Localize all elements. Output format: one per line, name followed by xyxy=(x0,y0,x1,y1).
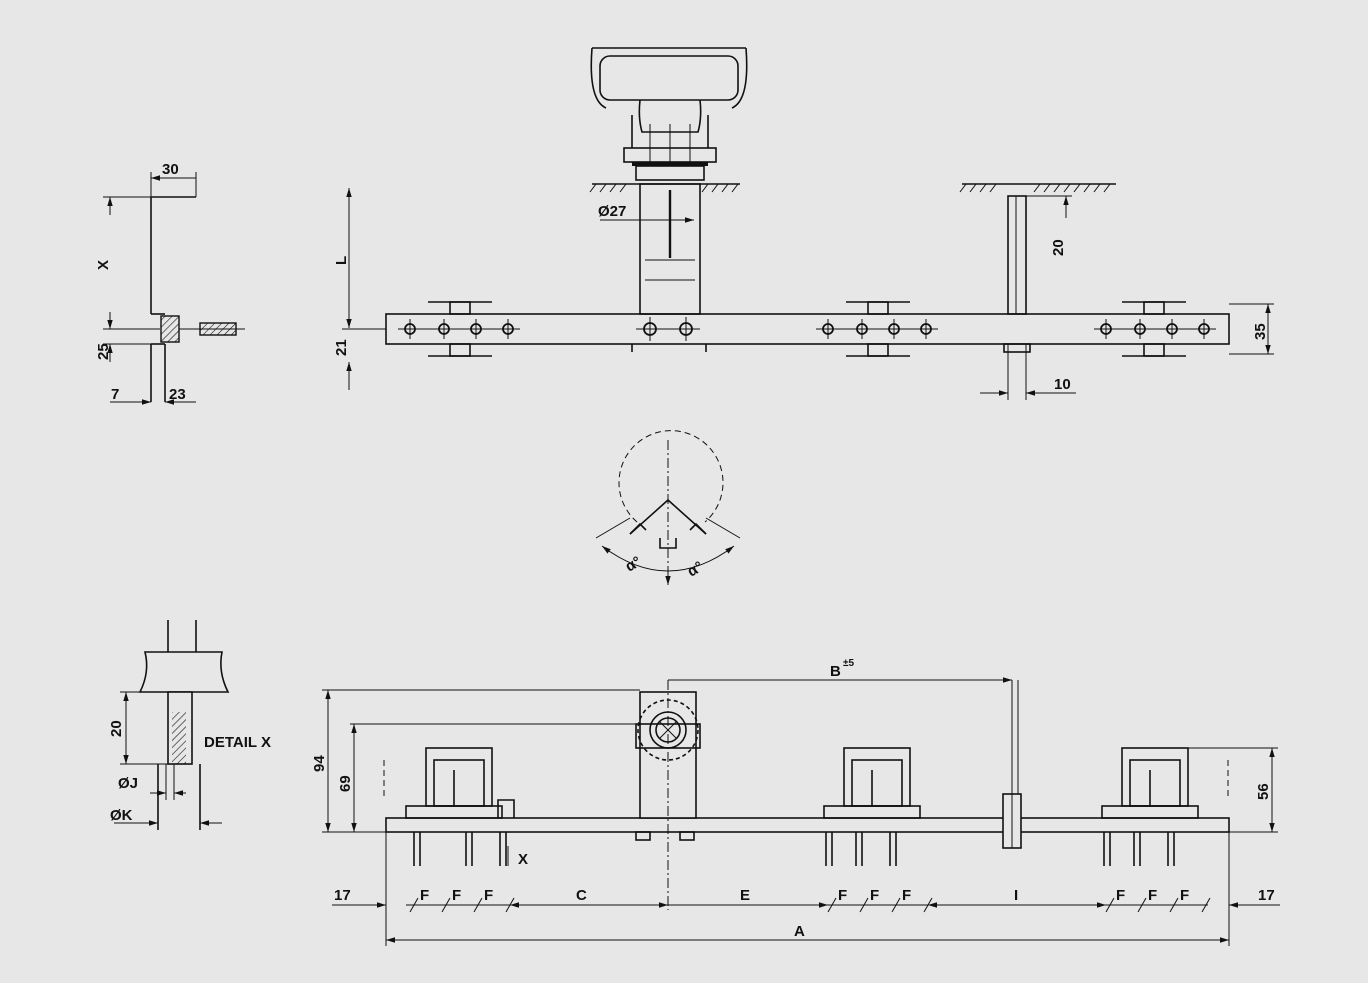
detail-dim-20-label: 20 xyxy=(108,720,125,737)
dim-f-label: F xyxy=(838,887,847,904)
dim-94-label: 94 xyxy=(311,755,328,772)
alpha-left-label: α° xyxy=(623,553,645,575)
dim-i-label: I xyxy=(1014,887,1018,904)
dim-17-left-label: 17 xyxy=(334,887,351,904)
guide-unit-left xyxy=(405,747,515,866)
dim-f-label: F xyxy=(1148,887,1157,904)
side-profile-view xyxy=(103,172,245,405)
dim-b-label: B xyxy=(830,663,841,680)
dim-j-label: ØJ xyxy=(118,775,138,792)
dim-69-label: 69 xyxy=(337,775,354,792)
top-elevation-view xyxy=(342,47,1274,400)
dim-b-tolerance: ±5 xyxy=(843,658,854,669)
dim-35-label: 35 xyxy=(1252,323,1269,340)
dim-a-label: A xyxy=(794,923,805,940)
dim-c-label: C xyxy=(576,887,587,904)
dim-f-label: F xyxy=(484,887,493,904)
dim-f-label: F xyxy=(1180,887,1189,904)
dim-x-label: X xyxy=(95,260,112,270)
dim-f-label: F xyxy=(420,887,429,904)
dim-30-label: 30 xyxy=(162,161,179,178)
dim-f-label: F xyxy=(870,887,879,904)
bottom-plan-view xyxy=(322,677,1280,946)
dim-e-label: E xyxy=(740,887,750,904)
detail-x-marker: X xyxy=(518,851,528,868)
dim-20-label: 20 xyxy=(1050,239,1067,256)
dim-10-label: 10 xyxy=(1054,376,1071,393)
guide-unit-right xyxy=(1101,747,1199,866)
dim-56-label: 56 xyxy=(1255,783,1272,800)
dim-17-right-label: 17 xyxy=(1258,887,1275,904)
dim-f-label: F xyxy=(902,887,911,904)
guide-unit-mid xyxy=(823,747,921,866)
dim-23-label: 23 xyxy=(169,386,186,403)
dim-7-label: 7 xyxy=(111,386,119,403)
dim-25-label: 25 xyxy=(95,343,112,360)
rotation-angle-view xyxy=(595,430,741,585)
dim-f-label: F xyxy=(1116,887,1125,904)
detail-x-title: DETAIL X xyxy=(204,734,271,751)
dim-dia27-label: Ø27 xyxy=(598,203,626,220)
dim-k-label: ØK xyxy=(110,807,133,824)
detail-x-view xyxy=(114,620,230,830)
dim-f-label: F xyxy=(452,887,461,904)
alpha-right-label: α° xyxy=(685,558,707,580)
dim-l-label: L xyxy=(333,256,350,265)
dim-21-label: 21 xyxy=(333,339,350,356)
